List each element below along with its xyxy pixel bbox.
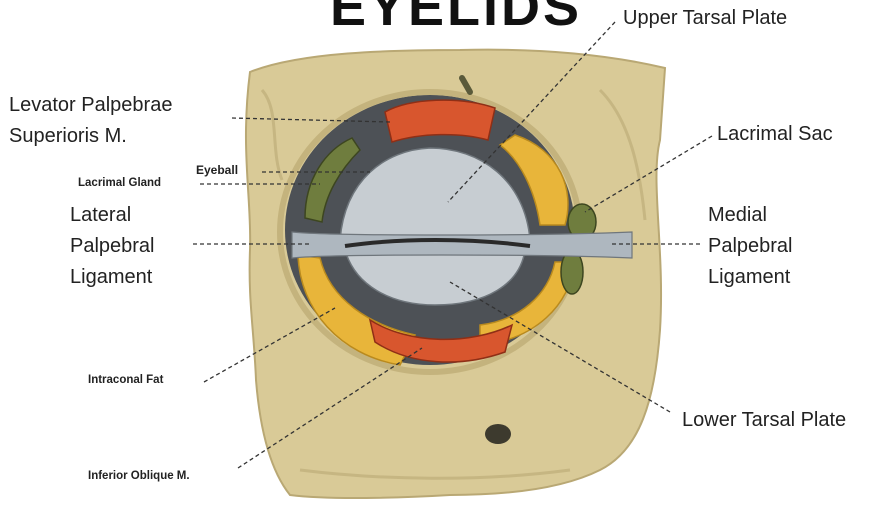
label-lateral-palpebral-ligament: Lateral Palpebral Ligament: [70, 200, 155, 293]
label-lateral-line1: Lateral: [70, 200, 155, 231]
label-upper-tarsal-plate: Upper Tarsal Plate: [623, 3, 787, 34]
label-intraconal-fat: Intraconal Fat: [88, 374, 163, 386]
label-medial-line1: Medial: [708, 200, 793, 231]
label-lacrimal-gland: Lacrimal Gland: [78, 177, 161, 189]
label-inferior-oblique: Inferior Oblique M.: [88, 470, 190, 482]
label-eyeball: Eyeball: [196, 163, 238, 177]
label-lower-tarsal-plate: Lower Tarsal Plate: [682, 405, 846, 436]
bone-foramen: [485, 424, 511, 444]
label-lateral-line2: Palpebral: [70, 231, 155, 262]
label-levator-line2: Superioris M.: [9, 121, 172, 152]
label-medial-line3: Ligament: [708, 262, 793, 293]
label-lateral-line3: Ligament: [70, 262, 155, 293]
label-levator-palpebrae: Levator Palpebrae Superioris M.: [9, 90, 172, 152]
label-lacrimal-sac: Lacrimal Sac: [717, 119, 833, 150]
label-medial-palpebral-ligament: Medial Palpebral Ligament: [708, 200, 793, 293]
palpebral-ligament-band: [292, 232, 632, 258]
label-levator-line1: Levator Palpebrae: [9, 90, 172, 121]
label-medial-line2: Palpebral: [708, 231, 793, 262]
